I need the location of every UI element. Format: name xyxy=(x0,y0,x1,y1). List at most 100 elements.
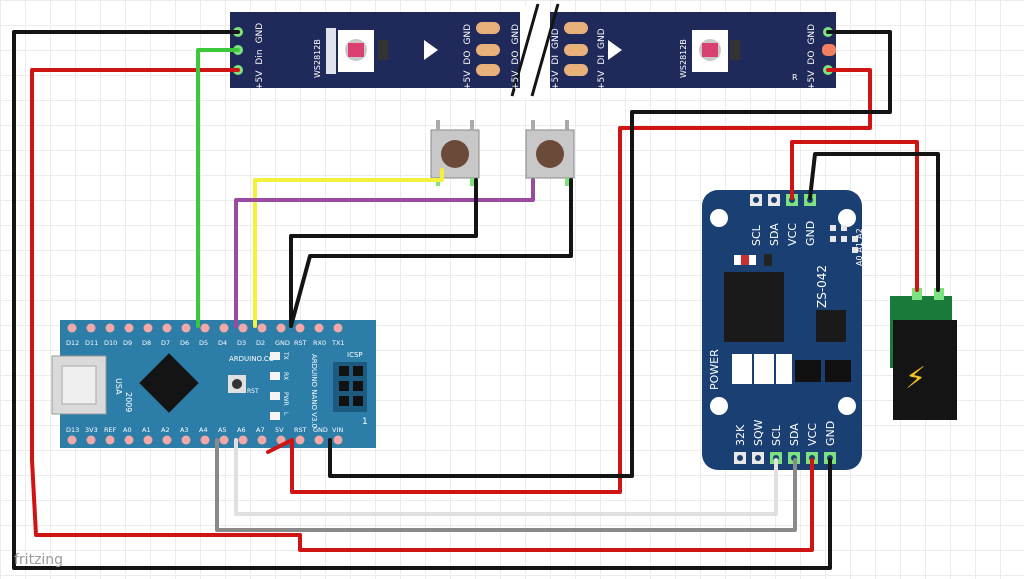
nano-led-label: PWR xyxy=(282,392,289,406)
nano-top-pin-label: D2 xyxy=(256,339,265,347)
wire-din-d6[interactable] xyxy=(196,48,240,328)
nano-top-pin[interactable] xyxy=(200,323,210,333)
wire-a4-sda[interactable] xyxy=(215,438,797,532)
button1-cap[interactable] xyxy=(441,140,469,168)
wire-d4-button2[interactable] xyxy=(234,178,535,328)
strip-cut-pad-4 xyxy=(564,22,588,34)
nano-reset-cap[interactable] xyxy=(232,379,242,389)
nano-top-pin[interactable] xyxy=(219,323,229,333)
wire-d3-button1[interactable] xyxy=(253,168,444,328)
nano-top-pin[interactable] xyxy=(181,323,191,333)
nano-bottom-pin[interactable] xyxy=(314,435,324,445)
rtc-hole-tl xyxy=(710,209,728,227)
push-button-1[interactable] xyxy=(430,120,480,186)
wire-gnd-rtc-gnd[interactable] xyxy=(328,458,832,570)
button2-cap[interactable] xyxy=(536,140,564,168)
nano-top-pin-label: D11 xyxy=(85,339,98,347)
rtc-comp-c xyxy=(776,354,792,384)
rtc-address-pads xyxy=(830,225,858,253)
nano-bottom-pin-label: 5V xyxy=(275,426,284,434)
nano-icsp-label: ICSP xyxy=(347,351,363,359)
wire-gnd-button1[interactable] xyxy=(289,178,478,328)
wire-strip-5v-left[interactable] xyxy=(30,68,240,462)
strip-end-pad-do[interactable] xyxy=(822,44,836,56)
nano-bottom-pin[interactable] xyxy=(124,435,134,445)
nano-top-pin[interactable] xyxy=(257,323,267,333)
nano-status-led xyxy=(270,412,280,420)
nano-top-pin[interactable] xyxy=(314,323,324,333)
wire-5v-bottom[interactable] xyxy=(30,458,302,537)
icsp-pin xyxy=(353,381,363,391)
nano-bottom-pin[interactable] xyxy=(295,435,305,445)
nano-bottom-pin-label: GND xyxy=(313,426,328,434)
nano-top-pin[interactable] xyxy=(86,323,96,333)
wire-5v-stub[interactable] xyxy=(266,438,294,454)
nano-bottom-pin[interactable] xyxy=(143,435,153,445)
strip-break-line-right xyxy=(530,3,560,97)
icsp-pin xyxy=(339,366,349,376)
jack-pin-1[interactable] xyxy=(912,288,922,300)
nano-bottom-pin[interactable] xyxy=(257,435,267,445)
nano-top-pin[interactable] xyxy=(295,323,305,333)
rtc-top-pin-hole xyxy=(771,197,777,203)
nano-brand-label: ARDUINO.CC xyxy=(229,355,274,363)
wire-gnd-bottom[interactable] xyxy=(12,476,332,570)
wire-5v-rtc-vcc[interactable] xyxy=(298,458,814,552)
nano-bottom-pin-label: 3V3 xyxy=(85,426,98,434)
wire-a5-scl[interactable] xyxy=(234,438,778,516)
nano-bottom-pin[interactable] xyxy=(200,435,210,445)
nano-bottom-pin[interactable] xyxy=(86,435,96,445)
strip-cap1 xyxy=(378,40,388,60)
nano-status-led xyxy=(270,372,280,380)
wire-rtc-vcc-jack[interactable] xyxy=(790,140,919,292)
nano-bottom-pin[interactable] xyxy=(162,435,172,445)
wire-strip-gnd-left[interactable] xyxy=(12,30,240,480)
nano-led-label: TX xyxy=(282,351,289,360)
nano-bottom-pin-label: A7 xyxy=(256,426,265,434)
strip-cut-pad-5 xyxy=(564,44,588,56)
wire-5v-rtc-nano[interactable] xyxy=(290,68,872,494)
strip-led2-label: WS2812B xyxy=(679,39,688,78)
nano-bottom-pin-label: A3 xyxy=(180,426,189,434)
nano-bottom-pin[interactable] xyxy=(181,435,191,445)
wire-gnd-rtc-nano[interactable] xyxy=(328,30,892,478)
nano-top-pin-label: D4 xyxy=(218,339,227,347)
rtc-top-pin-label: GND xyxy=(804,221,817,246)
nano-bottom-pin[interactable] xyxy=(219,435,229,445)
nano-top-pin-label: D12 xyxy=(66,339,79,347)
nano-top-pin-label: D7 xyxy=(161,339,170,347)
nano-top-pin[interactable] xyxy=(276,323,286,333)
wire-gnd-button2[interactable] xyxy=(289,178,573,328)
jack-pin-2[interactable] xyxy=(934,288,944,300)
nano-top-pin-label: D10 xyxy=(104,339,117,347)
nano-top-pin[interactable] xyxy=(67,323,77,333)
nano-top-pin[interactable] xyxy=(238,323,248,333)
nano-bottom-pin[interactable] xyxy=(67,435,77,445)
led-strip: +5VDinGND WS2812B +5VDOGND +5VDOGND +5VD… xyxy=(230,3,836,98)
nano-top-pin[interactable] xyxy=(333,323,343,333)
nano-bottom-pin[interactable] xyxy=(333,435,343,445)
wire-rtc-gnd-jack[interactable] xyxy=(808,152,940,292)
nano-top-pin[interactable] xyxy=(162,323,172,333)
strip-break-line-left xyxy=(510,3,540,97)
strip-led1-label: WS2812B xyxy=(313,39,322,78)
rtc-comp-a xyxy=(732,354,752,384)
rtc-addr-pad xyxy=(852,247,858,253)
nano-top-pin[interactable] xyxy=(105,323,115,333)
strip-left-pin-labels: +5VDinGND xyxy=(255,23,265,90)
nano-top-pin[interactable] xyxy=(143,323,153,333)
nano-bottom-pin-label: A1 xyxy=(142,426,151,434)
nano-led-label: L xyxy=(282,412,289,416)
nano-bottom-pin[interactable] xyxy=(105,435,115,445)
button1-leg-tr xyxy=(470,120,474,130)
nano-top-pin[interactable] xyxy=(124,323,134,333)
nano-bottom-pin[interactable] xyxy=(238,435,248,445)
nano-bottom-pin-label: RST xyxy=(294,426,307,434)
rtc-bottom-pin-label: 32K xyxy=(734,424,747,446)
push-button-2[interactable] xyxy=(525,120,575,186)
